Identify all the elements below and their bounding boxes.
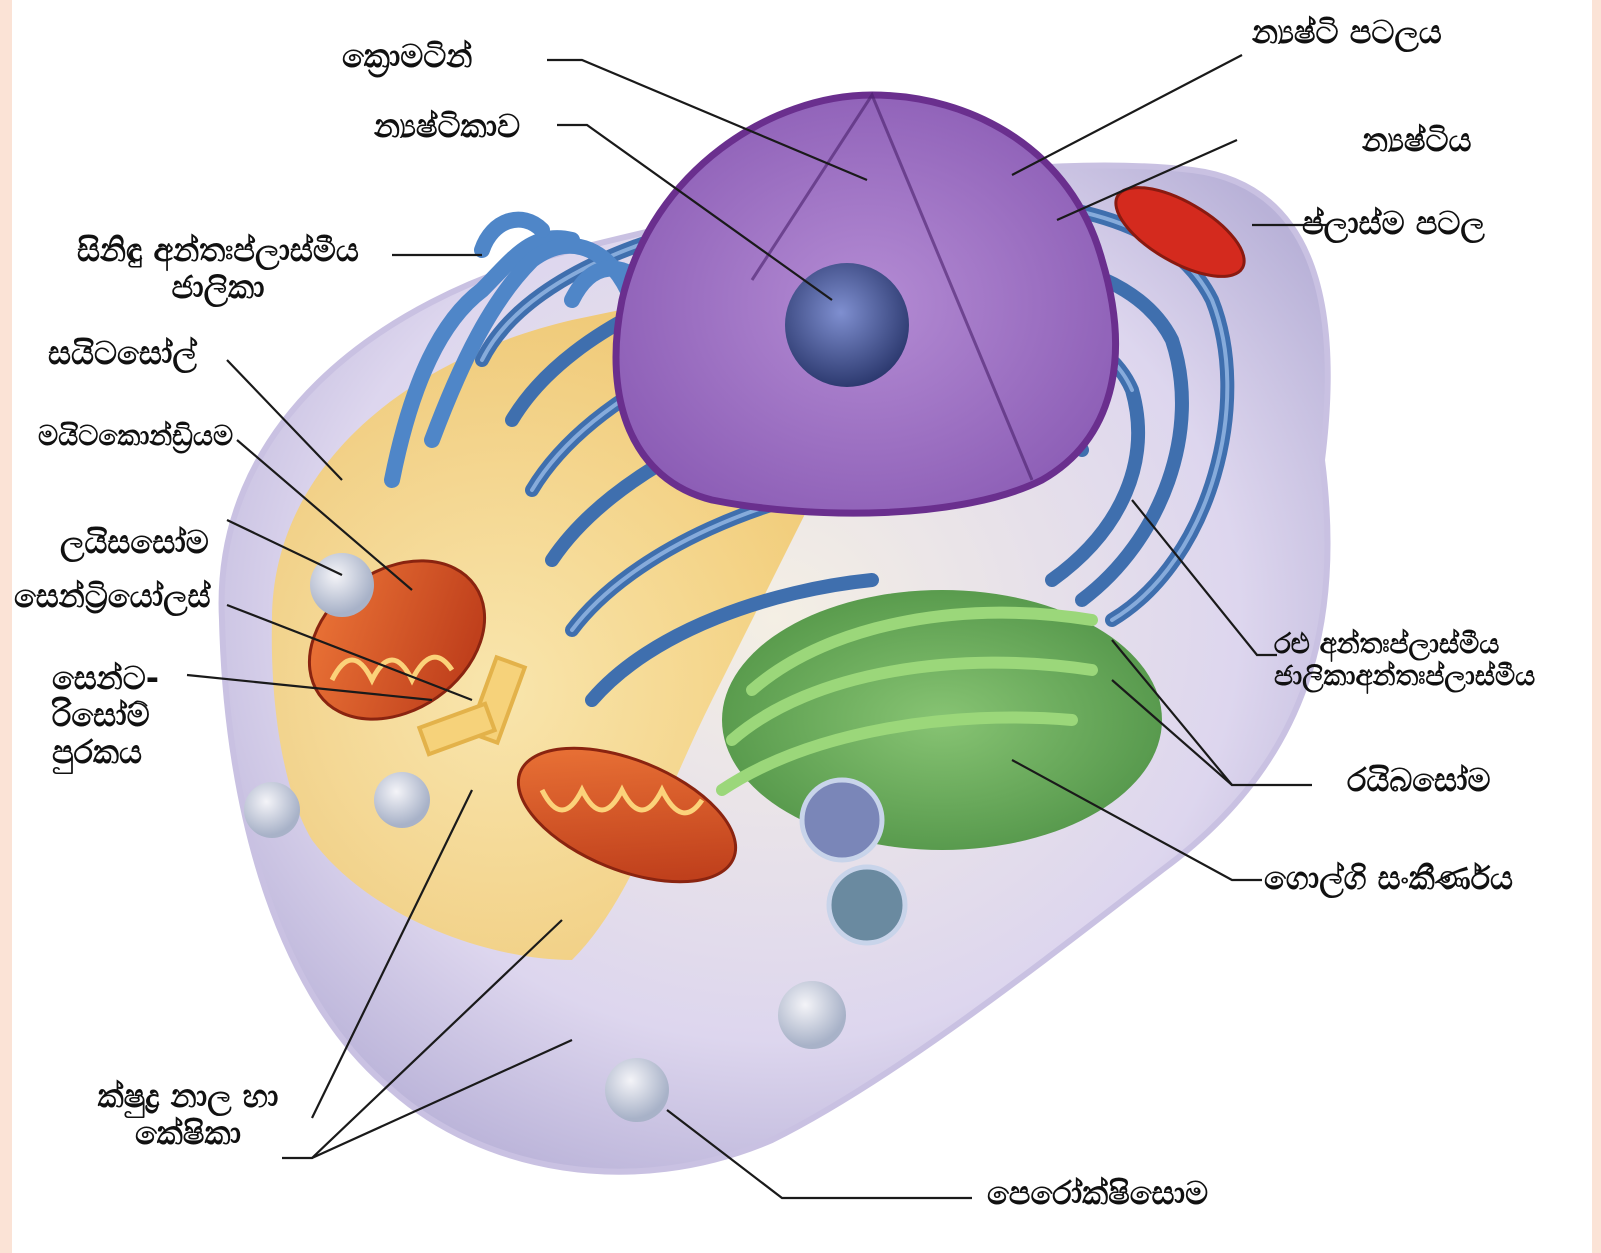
label-centrosome: සෙන්ට- රිසෝම් පුරකය bbox=[52, 660, 159, 770]
label-plasma-membrane: ප්ලාස්ම පටල bbox=[1302, 205, 1485, 242]
label-ribosome: රයිබසෝම bbox=[1347, 762, 1491, 799]
label-rough-er-line1: රළු අන්තඃප්ලාස්මීය bbox=[1274, 628, 1535, 660]
vesicle-shape bbox=[802, 780, 882, 860]
label-smooth-er-line1: සිනිඳු අන්තඃප්ලාස්මීය bbox=[48, 232, 388, 269]
label-smooth-er-line2: ජාලිකා bbox=[48, 269, 388, 306]
peroxisome-shape bbox=[605, 1058, 669, 1122]
label-centrosome-line3: පුරකය bbox=[52, 734, 159, 771]
label-microtubules: ක්ෂුද්‍ර නාල හා කේෂිකා bbox=[68, 1078, 308, 1152]
label-golgi: ගොල්ගි සංකීර්ණය bbox=[1264, 860, 1513, 897]
label-nucleolus: න්‍යෂ්ටිකාව bbox=[374, 108, 520, 145]
vesicle-shape-2 bbox=[829, 867, 905, 943]
label-peroxisome: පෙරෝක්ෂිසොම bbox=[987, 1175, 1208, 1212]
label-nuclear-membrane: න්‍යෂ්ටි පටලය bbox=[1252, 14, 1442, 51]
lysosome-shape bbox=[310, 553, 374, 617]
vesicle-shape-5 bbox=[778, 981, 846, 1049]
cell-diagram: ක්‍රොමටින් න්‍යෂ්ටිකාව න්‍යෂ්ටි පටලය න්‍… bbox=[12, 0, 1592, 1253]
label-chromatin: ක්‍රොමටින් bbox=[342, 38, 472, 75]
label-lysosome: ලයිසසෝම bbox=[60, 524, 209, 561]
vesicle-shape-4 bbox=[374, 772, 430, 828]
label-smooth-er: සිනිඳු අන්තඃප්ලාස්මීය ජාලිකා bbox=[48, 232, 388, 306]
label-mitochondrion: මයිටකොන්ඩ්‍රියම bbox=[38, 420, 233, 452]
label-microtubules-line2: කේෂිකා bbox=[68, 1115, 308, 1152]
label-centrosome-line2: රිසෝම් bbox=[52, 697, 159, 734]
label-centrosome-line1: සෙන්ට- bbox=[52, 660, 159, 697]
label-microtubules-line1: ක්ෂුද්‍ර නාල හා bbox=[68, 1078, 308, 1115]
label-cytosol: සයිටසෝල් bbox=[48, 335, 197, 372]
vesicle-shape-3 bbox=[244, 782, 300, 838]
nucleolus-shape bbox=[785, 263, 909, 387]
label-rough-er: රළු අන්තඃප්ලාස්මීය ජාලිකාඅන්තඃප්ලාස්මීය bbox=[1274, 628, 1535, 692]
label-nucleus: න්‍යෂ්ටිය bbox=[1362, 122, 1472, 159]
label-centrioles: සෙන්ට්‍රියෝලස් bbox=[14, 578, 211, 615]
label-rough-er-line2: ජාලිකාඅන්තඃප්ලාස්මීය bbox=[1274, 660, 1535, 692]
